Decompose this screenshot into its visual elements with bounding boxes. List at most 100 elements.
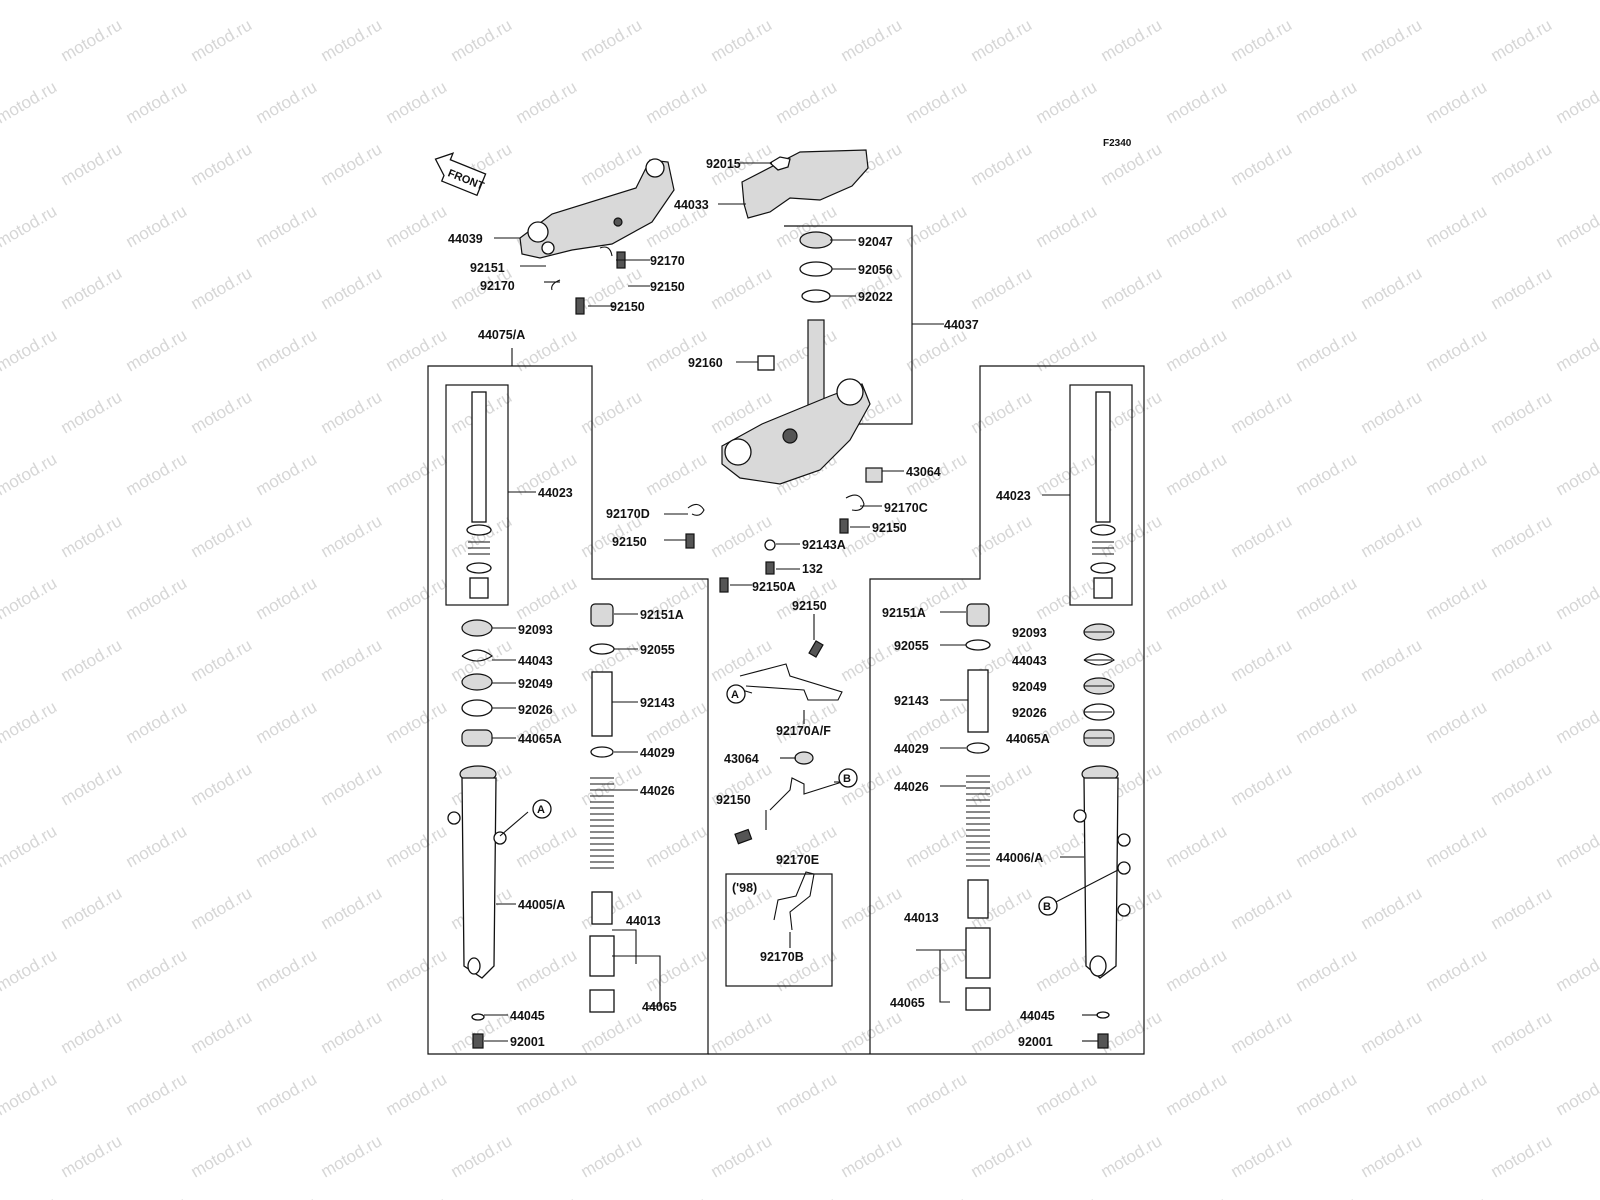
diagram-code: F2340 (1103, 138, 1132, 149)
front-arrow-icon: FRONT (434, 152, 487, 197)
watermark-text: motod.ru (1488, 263, 1556, 313)
label-44045-left: 44045 (510, 1009, 545, 1023)
holder-hole-left (527, 221, 549, 243)
watermark-text: motod.ru (58, 15, 126, 65)
label-92160: 92160 (688, 356, 723, 370)
watermark-text: motod.ru (1033, 201, 1101, 251)
watermark-text: motod.ru (383, 1193, 451, 1200)
label-92143-left: 92143 (640, 696, 675, 710)
label-44013-left: 44013 (626, 914, 661, 928)
watermark-text: motod.ru (123, 697, 191, 747)
watermark-text: motod.ru (1228, 759, 1296, 809)
watermark-text: motod.ru (318, 1131, 386, 1181)
watermark-text: motod.ru (58, 1007, 126, 1057)
clamp-92170B (773, 871, 815, 931)
watermark-text: motod.ru (188, 635, 256, 685)
watermark-text: motod.ru (1033, 1193, 1101, 1200)
part-labels: 92015 44033 44039 92170 92151 92150 9217… (448, 157, 1055, 1049)
watermark-text: motod.ru (318, 511, 386, 561)
watermark-text: motod.ru (253, 1069, 321, 1119)
watermark-text: motod.ru (1553, 945, 1600, 995)
watermark-text: motod.ru (1033, 1069, 1101, 1119)
watermark-text: motod.ru (903, 821, 971, 871)
seal-92047 (799, 231, 833, 249)
watermark-text: motod.ru (513, 77, 581, 127)
watermark-text: motod.ru (838, 1131, 906, 1181)
watermark-text: motod.ru (383, 0, 451, 3)
bolt-92150-center (808, 640, 824, 658)
watermark-text: motod.ru (903, 201, 971, 251)
watermark-text: motod.ru (253, 821, 321, 871)
watermark-text: motod.ru (1293, 449, 1361, 499)
cap-92160 (757, 355, 775, 371)
label-92093-left: 92093 (518, 623, 553, 637)
label-43064-top: 43064 (906, 465, 941, 479)
svg-text:B: B (843, 773, 851, 785)
watermark-text: motod.ru (1228, 263, 1296, 313)
watermark-text: motod.ru (1423, 325, 1491, 375)
label-92170AF: 92170A/F (776, 724, 831, 738)
watermark-text: motod.ru (123, 1193, 191, 1200)
label-44065-right: 44065 (890, 996, 925, 1010)
watermark-text: motod.ru (1163, 573, 1231, 623)
watermark-text: motod.ru (1293, 201, 1361, 251)
watermark-text: motod.ru (708, 511, 776, 561)
watermark-text: motod.ru (383, 1069, 451, 1119)
watermark-text: motod.ru (578, 1131, 646, 1181)
label-44006A: 44006/A (996, 851, 1043, 865)
watermark-text: motod.ru (513, 1069, 581, 1119)
washer-92022 (801, 289, 831, 303)
label-92026-left: 92026 (518, 703, 553, 717)
watermark-text: motod.ru (903, 1193, 971, 1200)
watermark-text: motod.ru (1098, 263, 1166, 313)
watermark-text: motod.ru (1358, 759, 1426, 809)
watermark-text: motod.ru (188, 1007, 256, 1057)
watermark-text: motod.ru (1423, 1069, 1491, 1119)
label-44065A-left: 44065A (518, 732, 562, 746)
watermark-text: motod.ru (1358, 15, 1426, 65)
watermark-text: motod.ru (968, 387, 1036, 437)
svg-text:A: A (537, 804, 545, 816)
watermark-text: motod.ru (58, 759, 126, 809)
watermark-text: motod.ru (383, 573, 451, 623)
watermark-text: motod.ru (58, 387, 126, 437)
left-inner-column (589, 603, 615, 1013)
watermark-text: motod.ru (708, 263, 776, 313)
watermark-text: motod.ru (0, 325, 60, 375)
bolt-132 (765, 561, 775, 575)
watermark-text: motod.ru (708, 1131, 776, 1181)
label-92150-a: 92150 (650, 280, 685, 294)
watermark-text: motod.ru (318, 1007, 386, 1057)
svg-text:A: A (731, 689, 739, 701)
label-92170D: 92170D (606, 507, 650, 521)
watermark-text: motod.ru (318, 263, 386, 313)
watermark-text: motod.ru (1163, 77, 1231, 127)
watermark-text: motod.ru (188, 263, 256, 313)
label-92170C: 92170C (884, 501, 928, 515)
watermark-text: motod.ru (58, 263, 126, 313)
label-92170E: 92170E (776, 853, 819, 867)
watermark-text: motod.ru (578, 387, 646, 437)
watermark-text: motod.ru (1163, 449, 1231, 499)
label-92150-center: 92150 (792, 599, 827, 613)
watermark-text: motod.ru (58, 511, 126, 561)
watermark-text: motod.ru (1228, 1007, 1296, 1057)
watermark-text: motod.ru (253, 945, 321, 995)
watermark-text: motod.ru (643, 0, 711, 3)
label-92150-b: 92150 (610, 300, 645, 314)
watermark-text: motod.ru (0, 0, 60, 3)
watermark-text: motod.ru (1228, 883, 1296, 933)
watermark-text: motod.ru (0, 573, 60, 623)
label-44037: 44037 (944, 318, 979, 332)
bolt-92001-right (1097, 1033, 1109, 1049)
watermark-text: motod.ru (578, 15, 646, 65)
watermark-text: motod.ru (578, 1007, 646, 1057)
watermark-text: motod.ru (643, 945, 711, 995)
fork-inner-44023-left (466, 391, 492, 599)
label-92026-right: 92026 (1012, 706, 1047, 720)
watermark-text: motod.ru (1423, 201, 1491, 251)
watermark-text: motod.ru (0, 449, 60, 499)
watermark-text: motod.ru (58, 883, 126, 933)
watermark-text: motod.ru (123, 945, 191, 995)
watermark-text: motod.ru (1553, 821, 1600, 871)
